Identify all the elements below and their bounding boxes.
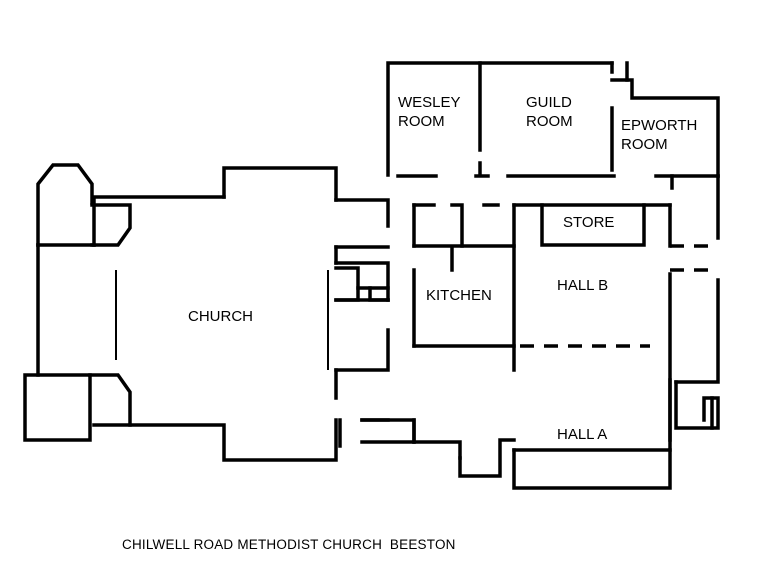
hall-walls bbox=[412, 174, 720, 490]
room-label-church: CHURCH bbox=[188, 308, 253, 325]
room-label-wesley: WESLEY ROOM bbox=[398, 94, 461, 130]
room-label-kitchen: KITCHEN bbox=[426, 287, 492, 304]
room-label-hall-a: HALL A bbox=[557, 426, 608, 443]
plan-caption: CHILWELL ROAD METHODIST CHURCH BEESTON bbox=[122, 537, 456, 552]
room-label-guild: GUILD ROOM bbox=[526, 94, 573, 130]
room-label-epworth: EPWORTH ROOM bbox=[621, 117, 698, 153]
upper-rooms-walls bbox=[386, 61, 720, 178]
corridor-walls bbox=[334, 198, 416, 448]
room-label-hall-b: HALL B bbox=[557, 277, 609, 294]
room-label-store: STORE bbox=[563, 214, 615, 231]
church-walls bbox=[23, 163, 338, 462]
